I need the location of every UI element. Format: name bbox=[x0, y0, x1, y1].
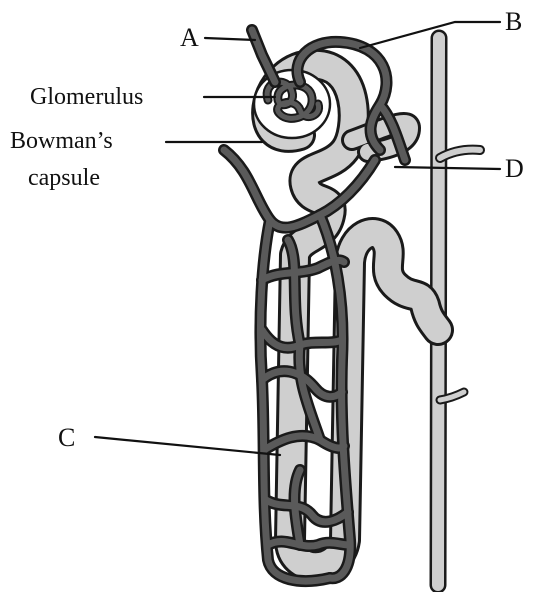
label-d: D bbox=[505, 154, 524, 183]
leader-d bbox=[395, 167, 500, 169]
leader-a bbox=[205, 38, 255, 40]
afferent-arteriole bbox=[252, 30, 275, 82]
label-c: C bbox=[58, 423, 75, 452]
label-glomerulus: Glomerulus bbox=[30, 84, 143, 110]
label-bowmans-line1: Bowman’s bbox=[10, 128, 113, 154]
label-bowmans-line2: capsule bbox=[28, 165, 100, 191]
label-b: B bbox=[505, 7, 522, 36]
leader-b bbox=[360, 22, 500, 48]
label-a: A bbox=[180, 23, 199, 52]
leader-c bbox=[95, 437, 280, 455]
